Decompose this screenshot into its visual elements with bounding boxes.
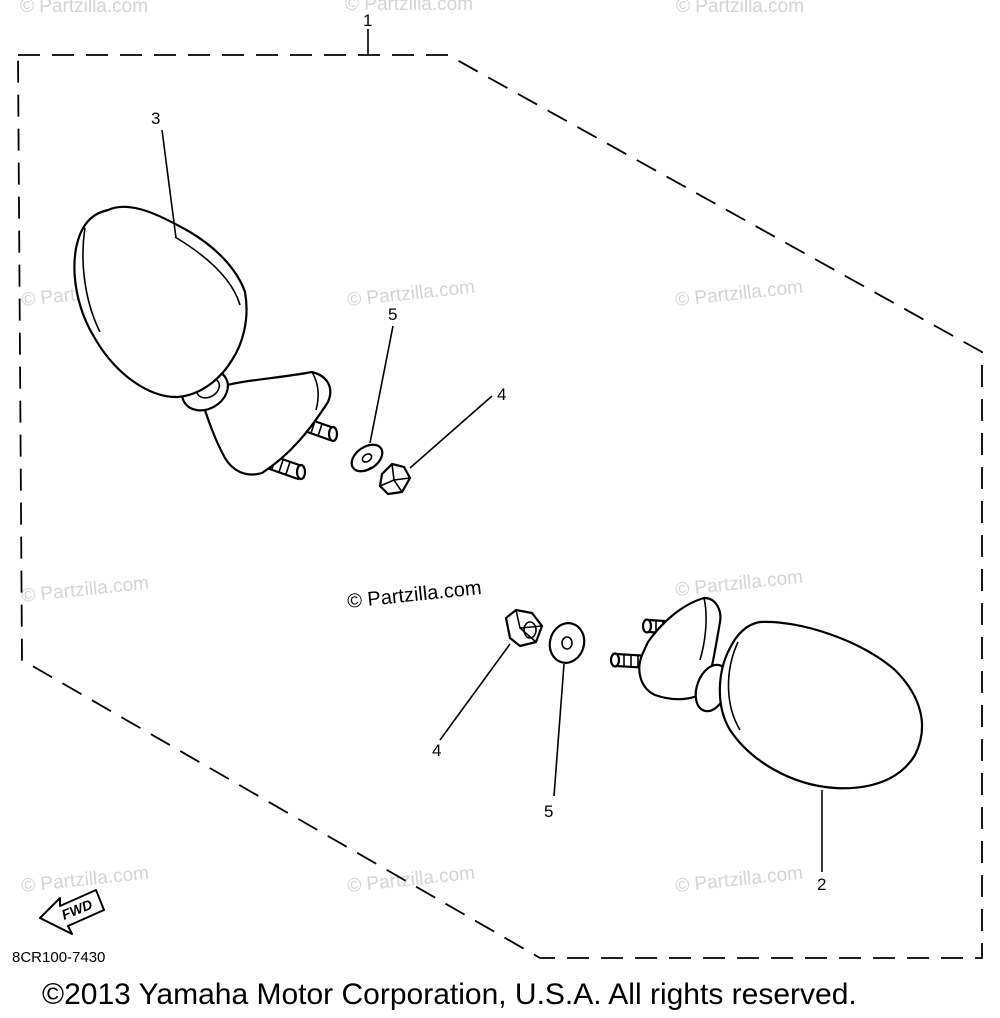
copyright-notice: ©2013 Yamaha Motor Corporation, U.S.A. A… bbox=[42, 978, 857, 1011]
watermark: © Partzilla.com bbox=[20, 573, 150, 607]
watermark: © Partzilla.com bbox=[345, 0, 473, 15]
callout-5-upper: 5 bbox=[388, 305, 397, 324]
nut-upper bbox=[378, 462, 412, 496]
diagram-code: 8CR100-7430 bbox=[12, 949, 105, 966]
watermark: © Partzilla.com bbox=[346, 277, 476, 311]
right-mirror bbox=[609, 596, 924, 790]
assembly-boundary bbox=[17, 54, 983, 959]
left-mirror bbox=[73, 205, 339, 481]
fwd-arrow-icon: FWD bbox=[39, 889, 105, 935]
callout-4-upper: 4 bbox=[497, 385, 506, 404]
watermark: © Partzilla.com bbox=[674, 567, 804, 601]
watermark: © Partzilla.com bbox=[676, 0, 804, 17]
watermark: © Partzilla.com bbox=[346, 863, 476, 897]
watermark: © Partzilla.com bbox=[20, 0, 148, 17]
callout-2: 2 bbox=[817, 875, 826, 894]
callout-1: 1 bbox=[363, 11, 372, 30]
center-watermark: © Partzilla.com bbox=[346, 577, 482, 613]
leader-line bbox=[369, 325, 394, 444]
watermark: © Partzilla.com bbox=[674, 863, 804, 897]
washer-lower bbox=[548, 622, 586, 664]
washer-upper bbox=[350, 443, 384, 473]
watermark: © Partzilla.com bbox=[674, 277, 804, 311]
leader-line bbox=[161, 129, 177, 239]
callout-3: 3 bbox=[151, 109, 160, 128]
watermark-layer: © Partzilla.com © Partzilla.com © Partzi… bbox=[20, 0, 804, 897]
leader-line bbox=[439, 643, 511, 741]
leader-line bbox=[553, 663, 565, 797]
callout-5-lower: 5 bbox=[544, 802, 553, 821]
nut-lower bbox=[504, 608, 544, 648]
leader-line bbox=[409, 395, 493, 469]
callout-4-lower: 4 bbox=[432, 741, 441, 760]
watermark: © Partzilla.com bbox=[20, 863, 150, 897]
